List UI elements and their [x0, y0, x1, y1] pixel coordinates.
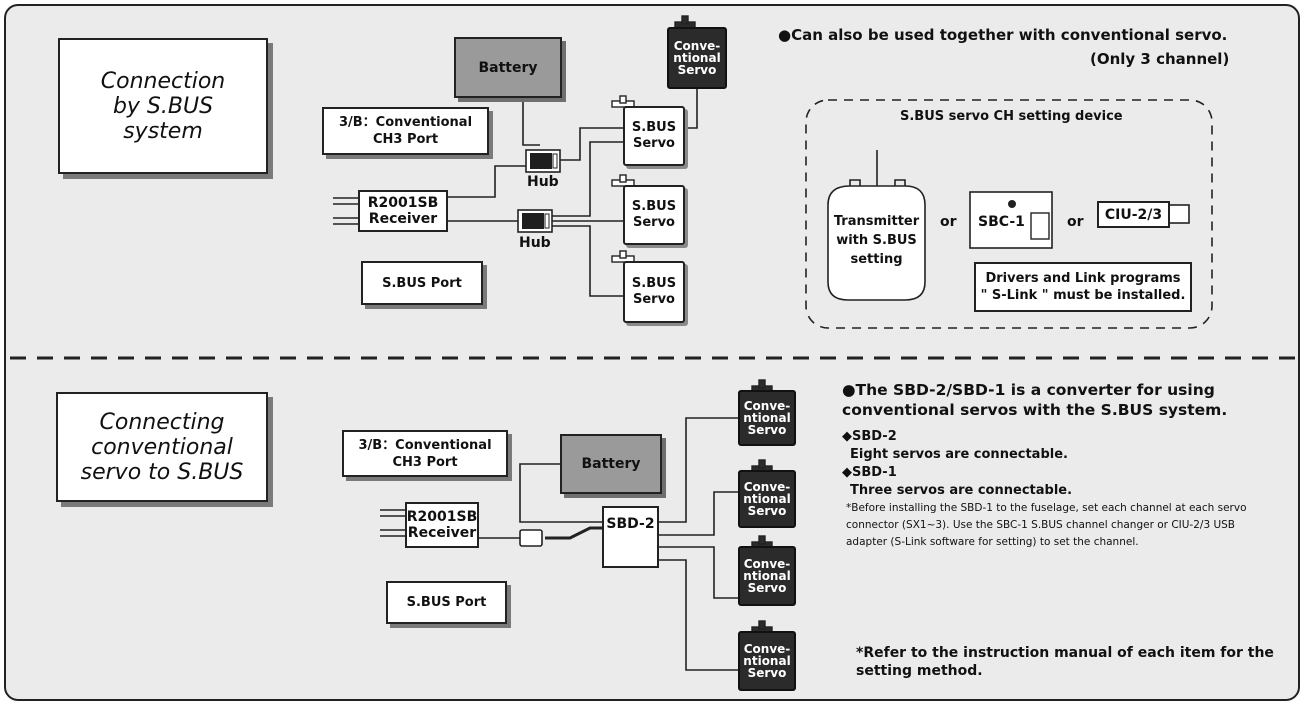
- section-title-sbus: Connection by S.BUS system: [58, 38, 268, 174]
- sbus-servo-3: S.BUS Servo: [623, 261, 685, 323]
- conventional-servo-top: Conve- ntional Servo: [667, 27, 727, 89]
- conventional-servo-b2: Conve- ntional Servo: [738, 470, 796, 528]
- transmitter-label: Transmitter with S.BUS setting: [833, 214, 920, 267]
- or-label-2: or: [1067, 214, 1084, 230]
- sbus-servo-1: S.BUS Servo: [623, 106, 685, 166]
- note-channel: (Only 3 channel): [1090, 50, 1230, 68]
- conventional-servo-b1: Conve- ntional Servo: [738, 390, 796, 446]
- sbd1-text: Three servos are connectable.: [850, 483, 1073, 498]
- sbus-port-callout-bottom: S.BUS Port: [386, 581, 507, 624]
- callout-ch3-port: 3/B：Conventional CH3 Port: [322, 107, 489, 155]
- battery-box-bottom: Battery: [560, 434, 662, 494]
- receiver-top: R2001SB Receiver: [358, 190, 448, 232]
- sbd-note-heading: ●The SBD-2/SBD-1 is a converter for usin…: [842, 381, 1228, 419]
- hub-top-label: Hub: [527, 174, 559, 190]
- sbd1-instructions: *Before installing the SBD-1 to the fuse…: [846, 502, 1247, 548]
- sbd2-heading: ◆SBD-2: [842, 429, 897, 444]
- receiver-bottom: R2001SB Receiver: [405, 502, 479, 548]
- sbc1-label: SBC-1: [978, 214, 1025, 230]
- note-conventional: ●Can also be used together with conventi…: [778, 26, 1228, 44]
- sbd2-box: SBD-2: [602, 506, 659, 568]
- hub-bottom-label: Hub: [519, 235, 551, 251]
- sbd2-text: Eight servos are connectable.: [850, 447, 1068, 462]
- or-label-1: or: [940, 214, 957, 230]
- drivers-note-box: Drivers and Link programs " S-Link " mus…: [974, 262, 1192, 312]
- battery-box: Battery: [454, 37, 562, 98]
- section-title-conventional: Connecting conventional servo to S.BUS: [56, 392, 268, 502]
- device-region-title: S.BUS servo CH setting device: [900, 109, 1123, 124]
- ciu-box: CIU-2/3: [1097, 201, 1170, 228]
- conventional-servo-b4: Conve- ntional Servo: [738, 631, 796, 691]
- sbus-servo-2: S.BUS Servo: [623, 185, 685, 245]
- sbus-port-callout-top: S.BUS Port: [361, 261, 483, 305]
- callout-ch3-port-bottom: 3/B：Conventional CH3 Port: [342, 430, 508, 477]
- sbd1-heading: ◆SBD-1: [842, 465, 897, 480]
- refer-manual-note: *Refer to the instruction manual of each…: [856, 645, 1274, 679]
- conventional-servo-b3: Conve- ntional Servo: [738, 546, 796, 606]
